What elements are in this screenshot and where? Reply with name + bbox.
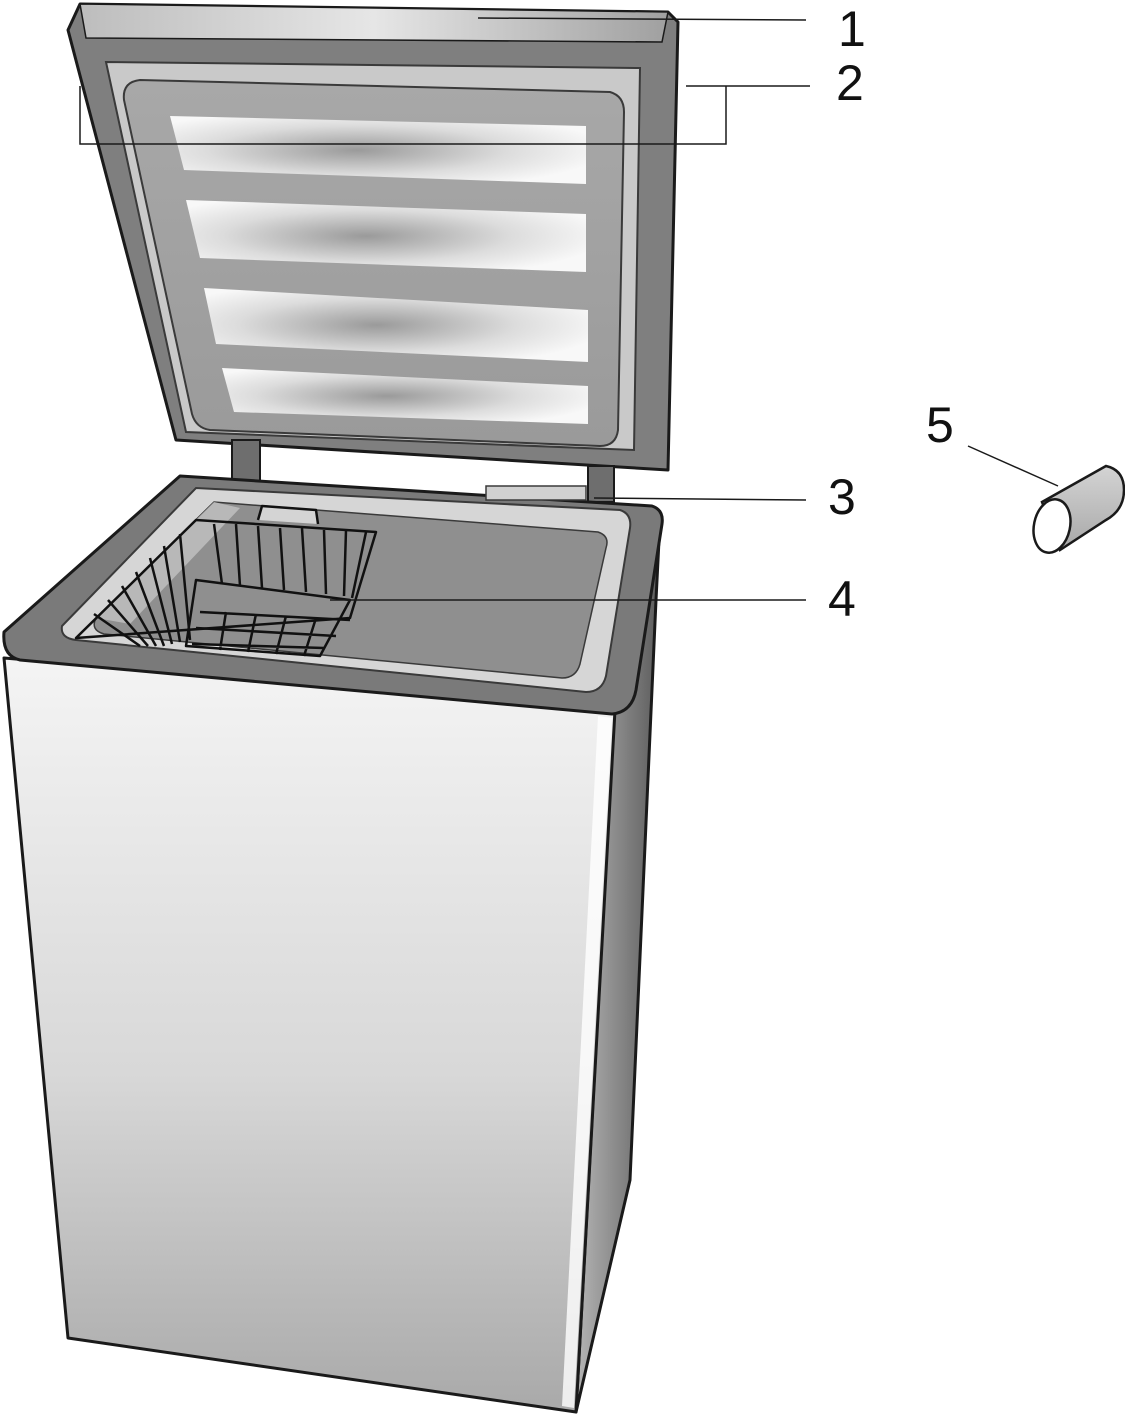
wire-basket	[74, 504, 378, 658]
basket-handle	[256, 504, 320, 525]
callout-5: 5	[926, 397, 954, 453]
callout-2: 2	[836, 55, 864, 111]
leader-1	[477, 17, 807, 21]
lid-top-edge	[79, 3, 669, 43]
basket-wires	[93, 523, 368, 657]
basket-rim	[74, 518, 378, 640]
callout-1: 1	[838, 1, 866, 57]
lid-rib-3	[204, 288, 588, 362]
accessory-tube	[1032, 464, 1125, 554]
cabinet	[2, 474, 664, 1414]
lid-rib-1	[170, 116, 586, 184]
hinge-right	[587, 465, 615, 503]
cabinet-front-highlight	[562, 716, 612, 1408]
control-panel	[485, 485, 587, 501]
cabinet-front	[2, 656, 617, 1414]
leader-2	[79, 85, 810, 145]
lid	[66, 2, 680, 472]
leader-lines	[79, 17, 1059, 601]
lid-rib-4	[222, 368, 588, 424]
leader-3	[593, 497, 807, 501]
callout-3: 3	[828, 469, 856, 525]
leader-5	[967, 445, 1059, 487]
tube-opening	[1032, 498, 1072, 554]
callout-4: 4	[828, 571, 856, 627]
lid-rib-2	[186, 200, 586, 272]
hinge-left	[231, 439, 261, 483]
